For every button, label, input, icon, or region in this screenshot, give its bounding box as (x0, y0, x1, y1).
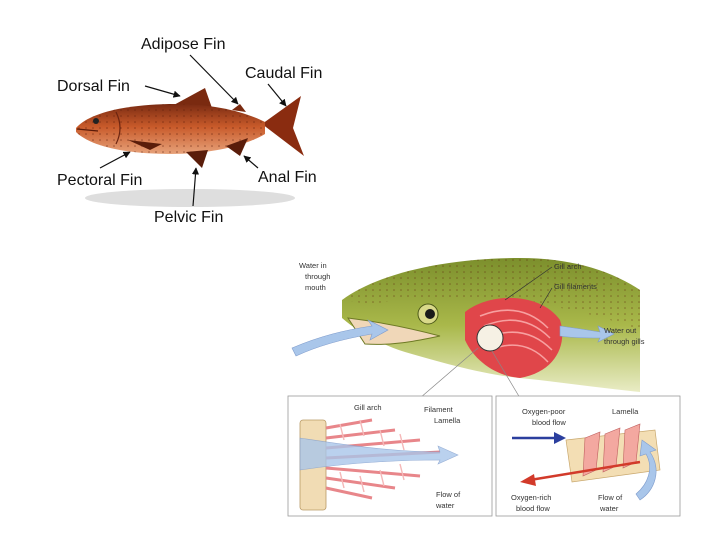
oxygen-rich-label-1: Oxygen-rich (511, 493, 551, 502)
pelvic-fin-label: Pelvic Fin (154, 209, 223, 226)
caudal-fin-shape (262, 96, 304, 156)
pectoral-fin-label: Pectoral Fin (57, 172, 142, 189)
lamella-flow-label-1: Flow of (598, 493, 623, 502)
fish-eye (93, 118, 99, 124)
dorsal-fin-label: Dorsal Fin (57, 78, 130, 95)
lamella-detail-label: Lamella (612, 407, 639, 416)
fish-head-speckles (342, 258, 640, 330)
lamella-detail-illustration (512, 423, 661, 501)
gill-arch-pointer (504, 266, 553, 301)
gill-chamber (465, 297, 563, 378)
caudal-fin-label: Caudal Fin (245, 65, 322, 82)
gill-filaments-pointer (539, 287, 553, 309)
oxygen-poor-label-2: blood flow (532, 418, 566, 427)
gill-arch-head-label: Gill arch (554, 262, 582, 271)
filament-gill-arch-label: Gill arch (354, 403, 382, 412)
water-in-label-3: mouth (305, 283, 326, 292)
filament-label: Filament (424, 405, 454, 414)
adipose-fin-shape (232, 104, 246, 112)
water-in-label-1: Water in (299, 261, 327, 270)
anal-fin-shape (226, 138, 248, 156)
adipose-fin-label: Adipose Fin (141, 36, 226, 53)
lamella-water-flow-arrow (635, 439, 657, 501)
dorsal-fin-shape (172, 88, 212, 108)
caudal-pointer (267, 83, 287, 107)
zoom-line-left (419, 347, 479, 399)
fish-head-eye (425, 309, 435, 319)
fish-gill-cover (115, 111, 121, 145)
pelvic-fin-shape (186, 150, 208, 168)
oxygen-rich-arrow (529, 460, 641, 482)
dorsal-pointer (144, 85, 181, 98)
water-out-label-2: through gills (604, 337, 645, 346)
filament-flow-label-2: water (435, 501, 455, 510)
filament-lamella-label: Lamella (434, 416, 461, 425)
filament-water-flow-arrow (299, 437, 459, 471)
pectoral-fin-shape (128, 140, 162, 150)
water-out-label-1: Water out (604, 326, 637, 335)
fish-body-speckles (76, 104, 265, 154)
filament-detail-illustration (299, 418, 459, 511)
pectoral-pointer (99, 151, 131, 169)
water-out-arrow (559, 325, 615, 343)
oxygen-poor-arrowhead (554, 432, 566, 444)
fish-shadow (85, 189, 295, 207)
pelvic-pointer (191, 167, 200, 207)
oxygen-rich-arrowhead (520, 474, 536, 486)
adipose-pointer (189, 54, 239, 105)
oxygen-poor-label-1: Oxygen-poor (522, 407, 566, 416)
fish-mouth (76, 128, 99, 132)
filament-flow-label-1: Flow of (436, 490, 461, 499)
oxygen-rich-label-2: blood flow (516, 504, 550, 513)
zoom-line-right (491, 350, 521, 399)
lamella-plates (339, 419, 405, 493)
fin-pointer-lines (99, 54, 287, 207)
lamella-fins (582, 423, 641, 477)
water-in-arrow (291, 319, 389, 357)
gill-filaments-label: Gill filaments (554, 282, 597, 291)
anal-pointer (243, 155, 259, 169)
gill-opening-cutaway (476, 324, 504, 352)
lamella-flow-label-2: water (599, 504, 619, 513)
gill-head-illustration (291, 258, 640, 399)
anal-fin-label: Anal Fin (258, 169, 317, 186)
water-in-label-2: through (305, 272, 330, 281)
fish-anatomy-illustration (76, 88, 304, 207)
